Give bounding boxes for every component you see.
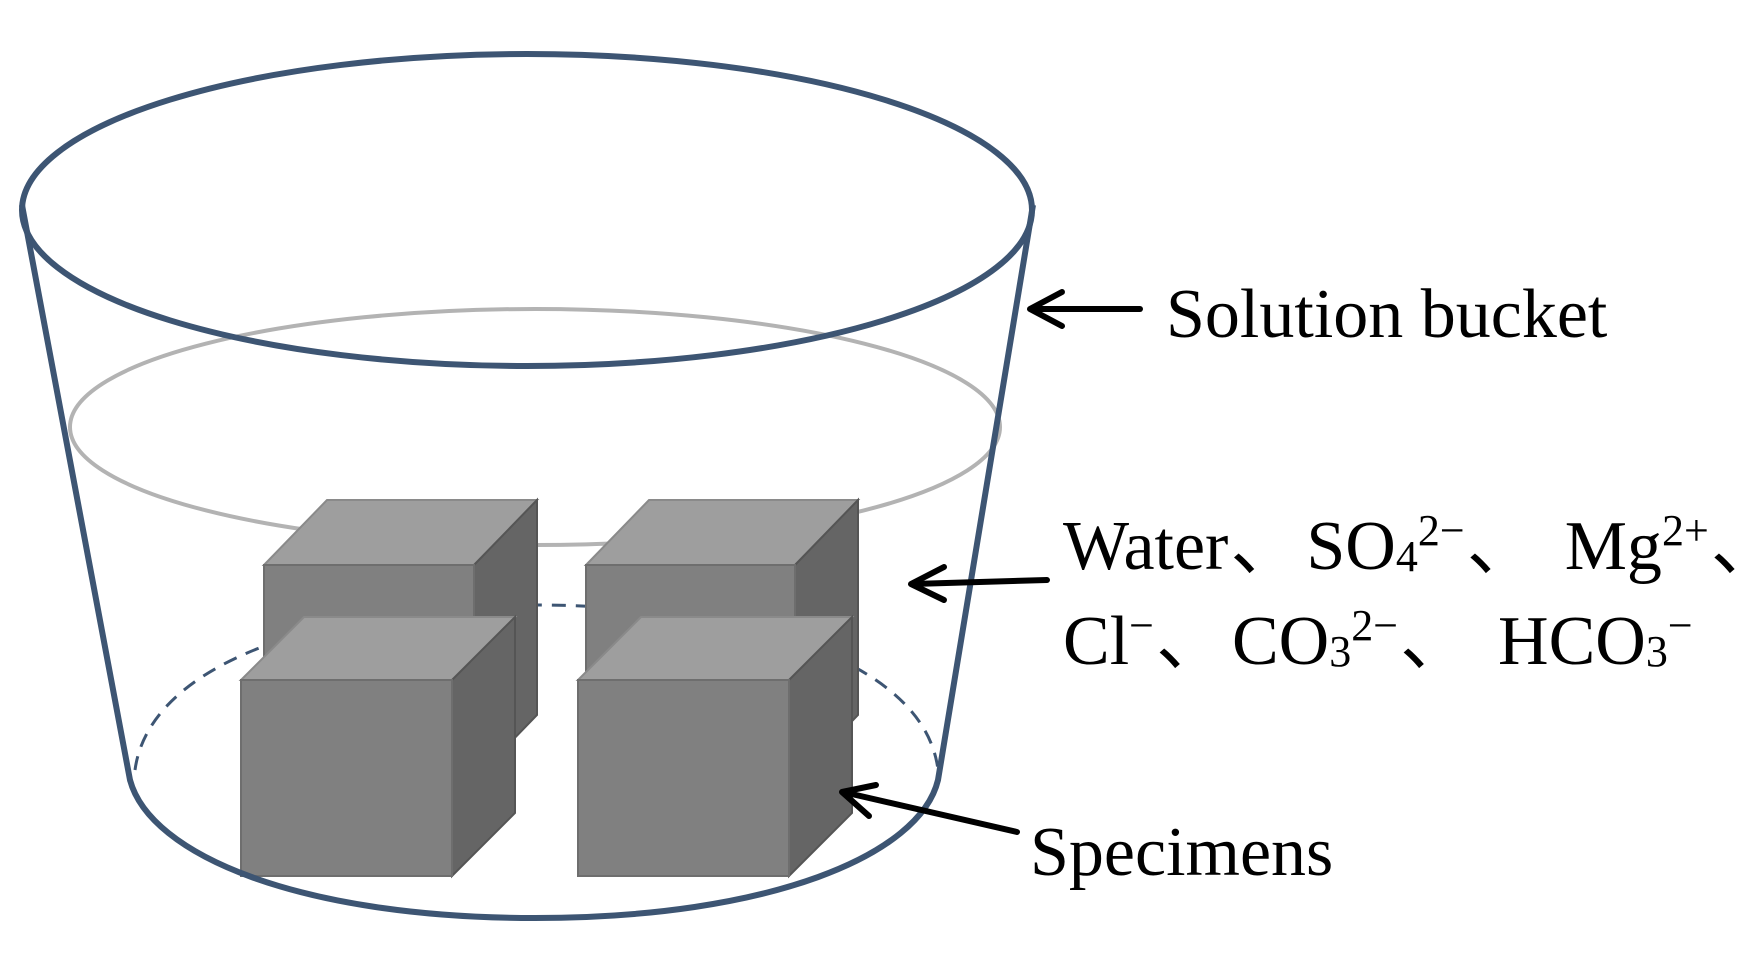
bucket-rim xyxy=(19,51,1035,369)
specimen-cube-front-left xyxy=(238,614,518,879)
chloride-label: Cl− xyxy=(1063,600,1154,680)
specimen-cube-front-right xyxy=(575,614,855,879)
separator: 、 xyxy=(1400,603,1471,680)
specimens-label: Specimens xyxy=(1030,814,1334,891)
solution-ions-line-1: Water、SO42−、Mg2+、 xyxy=(1063,508,1757,582)
carbonate-label: CO32− xyxy=(1231,600,1399,680)
bicarbonate-label: HCO3− xyxy=(1498,600,1693,680)
separator: 、 xyxy=(1466,508,1537,585)
solution-ions-line-2: Cl−、CO32−、HCO3− xyxy=(1063,603,1693,677)
separator: 、 xyxy=(1711,508,1757,585)
sulfate-label: SO42− xyxy=(1306,505,1465,585)
arrow-to-solution xyxy=(908,564,1050,603)
separator: 、 xyxy=(1230,508,1301,585)
solution-bucket-label: Solution bucket xyxy=(1166,276,1608,353)
arrow-to-specimens xyxy=(839,782,1020,835)
bucket-wall xyxy=(19,204,1036,921)
separator: 、 xyxy=(1155,603,1226,680)
water-label: Water xyxy=(1063,508,1229,585)
arrow-to-bucket xyxy=(1027,289,1143,329)
magnesium-label: Mg2+ xyxy=(1564,505,1709,585)
